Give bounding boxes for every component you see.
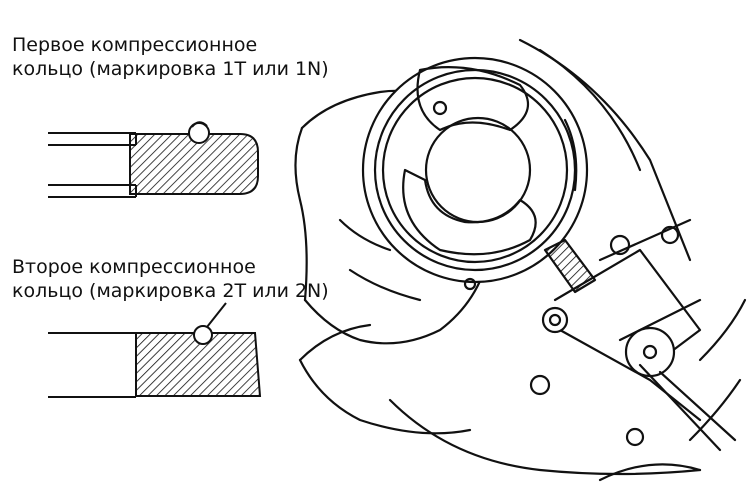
first-ring-label-line1: Первое компрессионное [12,34,258,56]
first-ring-label: Первое компрессионное кольцо (маркировка… [12,33,329,81]
second-ring-label: Второе компрессионное кольцо (маркировка… [12,255,329,303]
piston-and-ring-expander-illustration [294,38,747,482]
second-ring-label-line2: кольцо (маркировка 2T или 2N) [12,280,329,302]
second-ring-section [48,302,262,398]
first-ring-section [48,121,259,198]
second-ring-label-line1: Второе компрессионное [12,256,256,278]
first-ring-label-line2: кольцо (маркировка 1T или 1N) [12,58,329,80]
